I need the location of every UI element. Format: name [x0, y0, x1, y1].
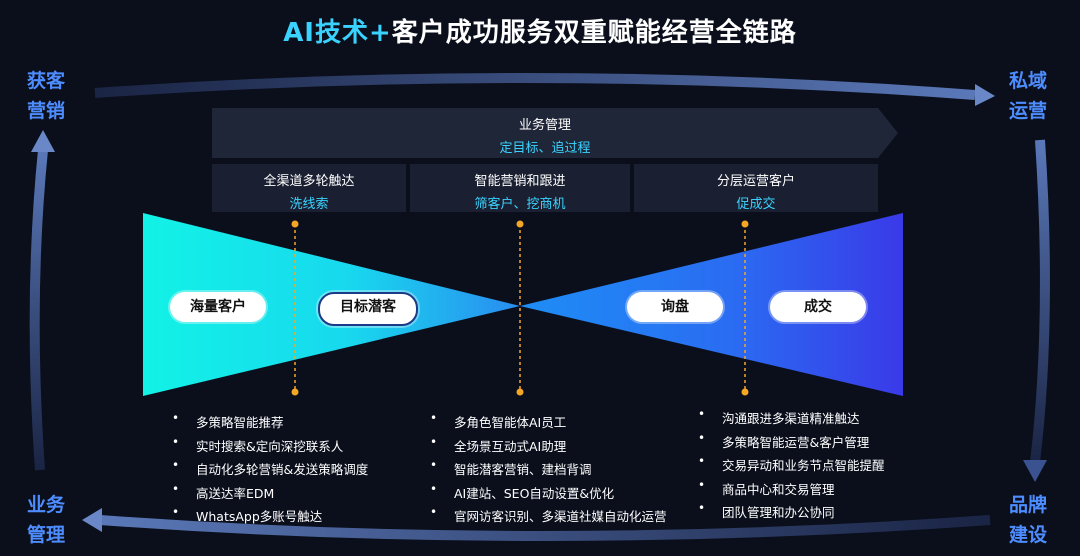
stage-header-1: 全渠道多轮触达 洗线索 — [212, 170, 406, 212]
corner-top-right-line1: 私域 — [1008, 70, 1047, 92]
corner-bottom-left-line1: 业务 — [26, 494, 65, 516]
cycle-arrowhead-top — [975, 84, 995, 106]
cycle-arrowhead-bottom — [82, 508, 102, 532]
business-management-label: 业务管理 — [518, 118, 571, 133]
bullet-list-1: 多策略智能推荐 实时搜索&定向深挖联系人 自动化多轮营销&发送策略调度 高送达率… — [170, 411, 368, 530]
list-item: 多策略智能推荐 — [170, 411, 368, 436]
cycle-arrow-right — [1030, 139, 1050, 463]
title-rest: 客户成功服务双重赋能经营全链路 — [391, 18, 797, 48]
business-management-text: 业务管理 定目标、追过程 — [212, 114, 878, 156]
cycle-arrow-left — [29, 149, 48, 471]
pill-inquiry: 询盘 — [627, 292, 723, 322]
stage-header-3: 分层运营客户 促成交 — [634, 170, 878, 212]
pill-mass-customers: 海量客户 — [170, 292, 266, 322]
cycle-arrowhead-right — [1023, 460, 1047, 482]
page-title: AI技术+客户成功服务双重赋能经营全链路 — [0, 12, 1080, 49]
stage-3-label: 分层运营客户 — [716, 174, 795, 189]
corner-top-left: 获客 营销 — [16, 66, 76, 126]
corner-bottom-left: 业务 管理 — [16, 490, 76, 550]
corner-bottom-right: 品牌 建设 — [998, 490, 1058, 550]
divider-3 — [741, 220, 749, 396]
list-item: WhatsApp多账号触达 — [170, 505, 368, 530]
list-item: 团队管理和办公协同 — [696, 501, 885, 526]
title-prefix: AI技术+ — [283, 18, 392, 48]
corner-top-left-line2: 营销 — [26, 100, 65, 122]
business-management-banner — [212, 108, 898, 158]
stage-box-3 — [634, 164, 878, 212]
stage-3-sub: 促成交 — [736, 197, 776, 212]
list-item: 自动化多轮营销&发送策略调度 — [170, 458, 368, 483]
stage-1-sub: 洗线索 — [289, 197, 329, 212]
stage-box-2 — [410, 164, 630, 212]
list-item: 实时搜索&定向深挖联系人 — [170, 435, 368, 460]
corner-top-left-line1: 获客 — [26, 70, 65, 92]
list-item: 全场景互动式AI助理 — [428, 435, 667, 460]
stage-1-label: 全渠道多轮触达 — [263, 174, 355, 189]
bullet-list-3: 沟通跟进多渠道精准触达 多策略智能运营&客户管理 交易异动和业务节点智能提醒 商… — [696, 407, 885, 526]
business-management-sub: 定目标、追过程 — [499, 141, 591, 156]
divider-2 — [516, 220, 524, 396]
stage-header-2: 智能营销和跟进 筛客户、挖商机 — [410, 170, 630, 212]
cycle-arrowhead-left — [31, 130, 55, 152]
stage-2-sub: 筛客户、挖商机 — [474, 197, 566, 212]
bullet-list-2: 多角色智能体AI员工 全场景互动式AI助理 智能潜客营销、建档背调 AI建站、S… — [428, 411, 667, 530]
pill-target-prospects: 目标潜客 — [318, 292, 418, 326]
stage-box-1 — [212, 164, 406, 212]
corner-top-right: 私域 运营 — [998, 66, 1058, 126]
list-item: 高送达率EDM — [170, 482, 368, 507]
cycle-arrow-top — [94, 73, 976, 100]
divider-1 — [291, 220, 299, 396]
list-item: AI建站、SEO自动设置&优化 — [428, 482, 667, 507]
list-item: 智能潜客营销、建档背调 — [428, 458, 667, 483]
stage-2-label: 智能营销和跟进 — [474, 174, 566, 189]
list-item: 沟通跟进多渠道精准触达 — [696, 407, 885, 432]
corner-bottom-left-line2: 管理 — [26, 524, 65, 546]
corner-bottom-right-line1: 品牌 — [1008, 494, 1047, 516]
list-item: 商品中心和交易管理 — [696, 478, 885, 503]
list-item: 多策略智能运营&客户管理 — [696, 431, 885, 456]
pill-deal: 成交 — [770, 292, 866, 322]
list-item: 多角色智能体AI员工 — [428, 411, 667, 436]
corner-bottom-right-line2: 建设 — [1008, 524, 1047, 546]
list-item: 交易异动和业务节点智能提醒 — [696, 454, 885, 479]
corner-top-right-line2: 运营 — [1008, 100, 1047, 122]
list-item: 官网访客识别、多渠道社媒自动化运营 — [428, 505, 667, 530]
